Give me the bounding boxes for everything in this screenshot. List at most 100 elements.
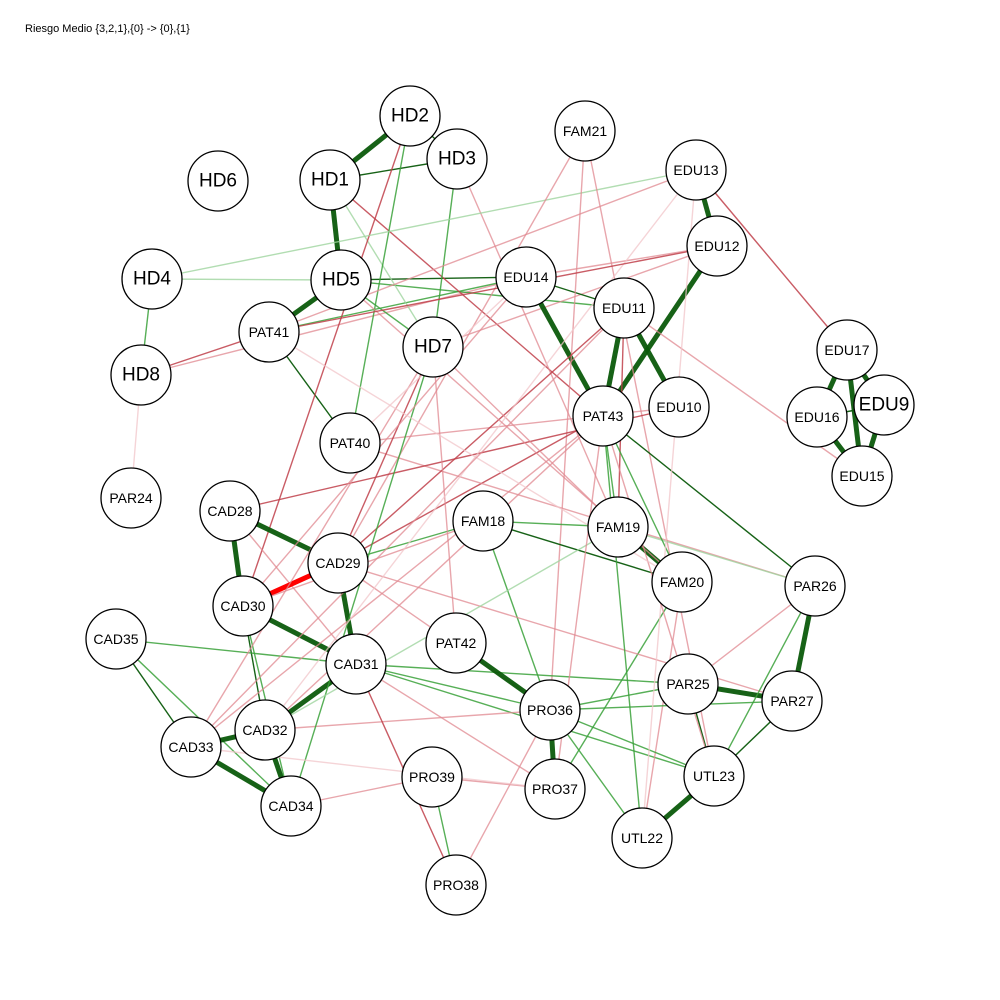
- node-pat42: PAT42: [425, 612, 487, 674]
- node-label: UTL22: [621, 830, 663, 846]
- node-circle: [648, 376, 710, 438]
- node-par24: PAR24: [100, 467, 162, 529]
- node-hd6: HD6: [187, 150, 249, 212]
- node-circle: [319, 412, 381, 474]
- node-circle: [611, 807, 673, 869]
- node-circle: [238, 301, 300, 363]
- edge-pat43-cad29: [337, 415, 604, 564]
- node-label: FAM18: [461, 513, 506, 529]
- node-circle: [686, 215, 748, 277]
- node-par25: PAR25: [657, 653, 719, 715]
- edge-hd2-cad30: [242, 115, 411, 607]
- edge-edu13-edu17: [695, 169, 848, 351]
- edge-fam19-par26: [617, 526, 816, 587]
- node-cad35: CAD35: [85, 608, 147, 670]
- node-label: PAT42: [436, 635, 477, 651]
- node-circle: [657, 653, 719, 715]
- edge-hd7-cad29: [337, 346, 434, 564]
- node-circle: [307, 532, 369, 594]
- node-hd3: HD3: [426, 128, 488, 190]
- node-label: PRO39: [409, 769, 455, 785]
- edge-fam20-utl22: [641, 581, 683, 839]
- node-circle: [572, 385, 634, 447]
- edge-utl22-edu13: [641, 169, 697, 839]
- node-label: PRO38: [433, 877, 479, 893]
- node-circle: [519, 679, 581, 741]
- edge-utl22-pat43: [602, 415, 643, 839]
- edge-cad32-pro36: [264, 709, 551, 731]
- node-edu13: EDU13: [665, 139, 727, 201]
- edge-hd2-pat40: [349, 115, 411, 444]
- node-cad34: CAD34: [260, 775, 322, 837]
- node-circle: [310, 249, 372, 311]
- node-circle: [85, 608, 147, 670]
- node-label: PAT43: [583, 408, 624, 424]
- node-utl23: UTL23: [683, 745, 745, 807]
- node-cad31: CAD31: [325, 633, 387, 695]
- node-edu10: EDU10: [648, 376, 710, 438]
- node-par26: PAR26: [784, 555, 846, 617]
- edge-fam21-pro36: [549, 130, 586, 711]
- node-fam18: FAM18: [452, 490, 514, 552]
- node-edu11: EDU11: [593, 277, 655, 339]
- node-circle: [425, 854, 487, 916]
- edge-cad31-pro36: [355, 663, 551, 711]
- node-circle: [587, 496, 649, 558]
- node-label: PAR25: [666, 676, 710, 692]
- node-label: FAM19: [596, 519, 641, 535]
- node-label: EDU13: [673, 162, 718, 178]
- node-circle: [683, 745, 745, 807]
- edge-hd5-edu11: [340, 279, 625, 309]
- node-hd8: HD8: [110, 344, 172, 406]
- node-cad32: CAD32: [234, 699, 296, 761]
- node-label: EDU11: [602, 300, 646, 316]
- edge-pat42-hd7: [432, 346, 457, 644]
- edge-pat41-edu14: [268, 276, 527, 333]
- edge-cad31-pro37: [355, 663, 556, 790]
- node-edu16: EDU16: [786, 386, 848, 448]
- edge-pat43-par26: [602, 415, 816, 587]
- node-label: PRO36: [527, 702, 573, 718]
- node-circle: [452, 490, 514, 552]
- node-circle: [426, 128, 488, 190]
- node-edu15: EDU15: [831, 445, 893, 507]
- node-circle: [212, 575, 274, 637]
- node-label: PAR26: [793, 578, 837, 594]
- diagram-title: Riesgo Medio {3,2,1},{0} -> {0},{1}: [25, 23, 190, 35]
- node-fam19: FAM19: [587, 496, 649, 558]
- node-circle: [121, 248, 183, 310]
- edge-hd3-fam19: [456, 158, 619, 528]
- node-cad28: CAD28: [199, 480, 261, 542]
- node-edu9: EDU9: [853, 374, 915, 436]
- node-pat40: PAT40: [319, 412, 381, 474]
- node-label: EDU17: [824, 342, 869, 358]
- node-label: HD7: [414, 337, 452, 358]
- node-fam20: FAM20: [651, 551, 713, 613]
- node-label: PAR24: [109, 490, 153, 506]
- edge-hd5-edu14: [340, 276, 527, 281]
- node-label: HD3: [438, 149, 476, 170]
- edge-cad29-edu11: [337, 307, 625, 564]
- node-circle: [495, 246, 557, 308]
- node-label: FAM21: [563, 123, 608, 139]
- node-circle: [651, 551, 713, 613]
- edge-hd1-hd7: [329, 179, 434, 348]
- node-label: CAD30: [220, 598, 265, 614]
- node-circle: [425, 612, 487, 674]
- node-circle: [299, 149, 361, 211]
- node-label: HD1: [311, 170, 349, 191]
- node-pro37: PRO37: [524, 758, 586, 820]
- node-pat43: PAT43: [572, 385, 634, 447]
- node-circle: [831, 445, 893, 507]
- node-label: CAD31: [333, 656, 378, 672]
- node-label: PAT41: [249, 324, 290, 340]
- node-hd1: HD1: [299, 149, 361, 211]
- node-circle: [853, 374, 915, 436]
- node-circle: [784, 555, 846, 617]
- node-label: PRO37: [532, 781, 578, 797]
- edge-hd4-hd5: [151, 278, 342, 281]
- node-circle: [554, 100, 616, 162]
- node-edu12: EDU12: [686, 215, 748, 277]
